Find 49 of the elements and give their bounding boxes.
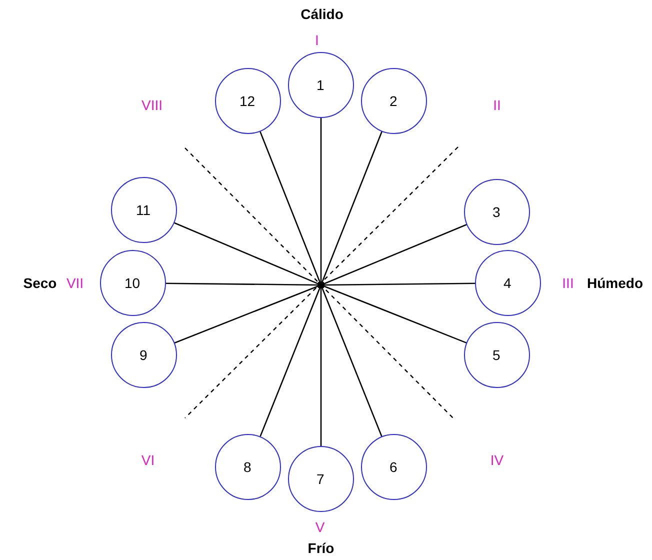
circle: [100, 250, 166, 316]
spoke-line: [320, 118, 322, 282]
number-label: 10: [124, 276, 140, 290]
sector-numeral: II: [493, 98, 501, 112]
circle: [288, 446, 354, 512]
sector-numeral: I: [315, 33, 319, 47]
number-label: 1: [316, 78, 324, 92]
sector-numeral: V: [315, 520, 325, 534]
spoke-line: [174, 222, 318, 284]
circle: [288, 52, 354, 118]
sector-numeral: VI: [141, 453, 155, 467]
axis-label: Seco: [23, 276, 57, 290]
sector-numeral: III: [562, 276, 574, 290]
circle: [111, 177, 177, 243]
circle: [475, 250, 541, 316]
spoke-line: [324, 286, 467, 344]
circle: [215, 434, 281, 500]
center-point: [318, 282, 324, 288]
number-label: 4: [504, 276, 512, 290]
number-label: 12: [240, 94, 256, 108]
number-label: 11: [136, 202, 151, 216]
number-label: 5: [492, 348, 500, 362]
circle: [215, 68, 281, 134]
circle: [464, 322, 530, 388]
axis-label: Cálido: [300, 7, 344, 21]
sector-numeral: VIII: [142, 98, 162, 112]
number-label: 7: [316, 472, 324, 486]
axis-label: Húmedo: [587, 276, 643, 290]
circle: [361, 434, 427, 500]
axis-label: Frío: [308, 541, 334, 555]
number-label: 3: [492, 204, 500, 218]
spoke-line: [322, 288, 382, 437]
spoke-line: [260, 131, 320, 282]
number-label: 8: [244, 460, 252, 474]
spoke-line: [320, 288, 322, 446]
sector-numeral: VII: [66, 276, 84, 290]
spoke-line: [166, 282, 318, 286]
sector-numeral: IV: [490, 453, 504, 467]
circle: [464, 179, 530, 245]
circle: [111, 322, 177, 388]
number-label: 9: [140, 348, 148, 362]
spoke-line: [322, 131, 382, 282]
spoke-line: [324, 224, 467, 284]
number-label: 2: [390, 94, 398, 108]
spoke-line: [260, 288, 320, 437]
spoke-line: [174, 286, 318, 344]
circle: [361, 68, 427, 134]
spoke-line: [324, 282, 475, 286]
number-label: 6: [390, 460, 398, 474]
